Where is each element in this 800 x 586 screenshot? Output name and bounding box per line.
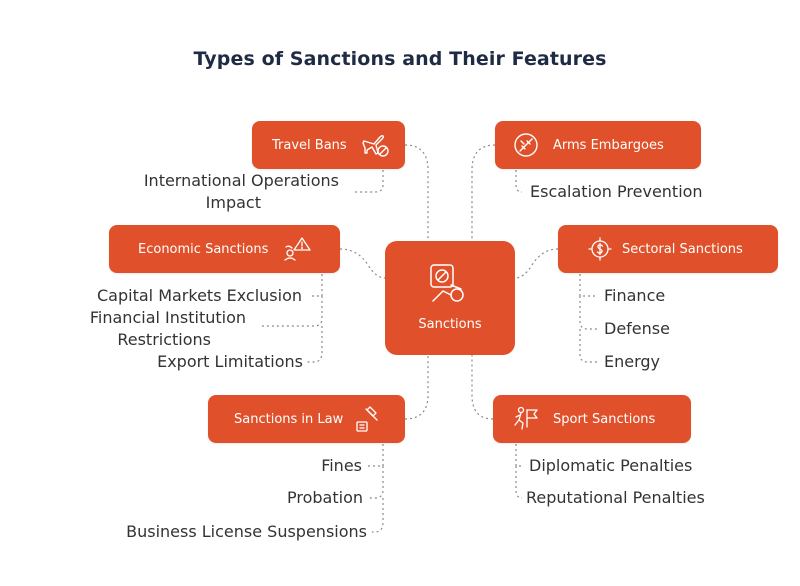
- sanctions-in-law-label: Sanctions in Law: [234, 411, 344, 427]
- connector-law-leaf-3: [372, 498, 384, 533]
- leaf-law-2: Probation: [287, 488, 363, 507]
- economic-sanctions-node: Economic Sanctions: [109, 225, 340, 273]
- leaf-sport-2: Reputational Penalties: [526, 488, 705, 507]
- weapon-ban-icon: [513, 132, 539, 158]
- arms-embargoes-label: Arms Embargoes: [553, 137, 664, 153]
- connector-arms-leaf: [515, 170, 523, 193]
- sanctions-in-law-node: Sanctions in Law: [208, 395, 405, 443]
- leaf-travel-1: International Operations: [143, 171, 339, 190]
- connector-economic: [339, 248, 386, 279]
- leaf-economic-1: Capital Markets Exclusion: [97, 286, 302, 305]
- leaf-sectoral-1: Finance: [604, 286, 666, 305]
- leaf-law-1: Fines: [321, 456, 362, 475]
- leaf-travel-2: Impact: [205, 193, 261, 212]
- travel-bans-node: Travel Bans: [252, 121, 405, 169]
- plane-ban-icon: [361, 131, 391, 159]
- connector-sectoral: [514, 248, 559, 279]
- leaf-law-3: Business License Suspensions: [126, 522, 367, 541]
- leaf-sectoral-2: Defense: [604, 319, 670, 338]
- diagram-title: Types of Sanctions and Their Features: [193, 48, 607, 70]
- sanctions-icon: [427, 261, 473, 311]
- leaf-economic-3: Restrictions: [117, 330, 211, 349]
- arms-embargoes-node: Arms Embargoes: [495, 121, 701, 169]
- connector-economic-leaf-1: [310, 274, 323, 297]
- gavel-icon: [351, 404, 381, 434]
- connector-economic-leaf-3: [306, 326, 323, 363]
- connector-sport: [471, 355, 494, 420]
- connector-sport-leaf-2: [515, 466, 523, 499]
- dollar-target-icon: [588, 237, 612, 261]
- connector-sport-leaf-1: [515, 444, 522, 467]
- connector-travel: [404, 144, 429, 241]
- connector-law: [404, 355, 429, 420]
- connector-arms: [471, 144, 496, 241]
- leaf-economic-4: Export Limitations: [157, 352, 303, 371]
- sectoral-sanctions-label: Sectoral Sanctions: [622, 241, 743, 257]
- sport-sanctions-node: Sport Sanctions: [493, 395, 691, 443]
- sectoral-sanctions-node: Sectoral Sanctions: [558, 225, 778, 273]
- travel-bans-label: Travel Bans: [272, 137, 347, 153]
- leaf-arms-1: Escalation Prevention: [530, 182, 703, 201]
- sanctions-center-node: Sanctions: [385, 241, 515, 355]
- connector-travel-leaf: [355, 170, 384, 193]
- economic-warning-icon: [282, 235, 312, 263]
- connector-law-leaf-2: [368, 466, 384, 499]
- connector-sectoral-leaf-3: [579, 329, 597, 363]
- economic-sanctions-label: Economic Sanctions: [138, 241, 269, 257]
- leaf-sectoral-3: Energy: [604, 352, 661, 371]
- leaf-economic-2: Financial Institution: [89, 308, 246, 327]
- connector-law-leaf-1: [368, 444, 384, 467]
- center-label: Sanctions: [418, 317, 482, 332]
- sport-flag-icon: [513, 405, 543, 433]
- sport-sanctions-label: Sport Sanctions: [553, 411, 656, 427]
- connector-sectoral-leaf-2: [579, 296, 597, 330]
- connector-sectoral-leaf-1: [579, 274, 597, 297]
- leaf-sport-1: Diplomatic Penalties: [529, 456, 693, 475]
